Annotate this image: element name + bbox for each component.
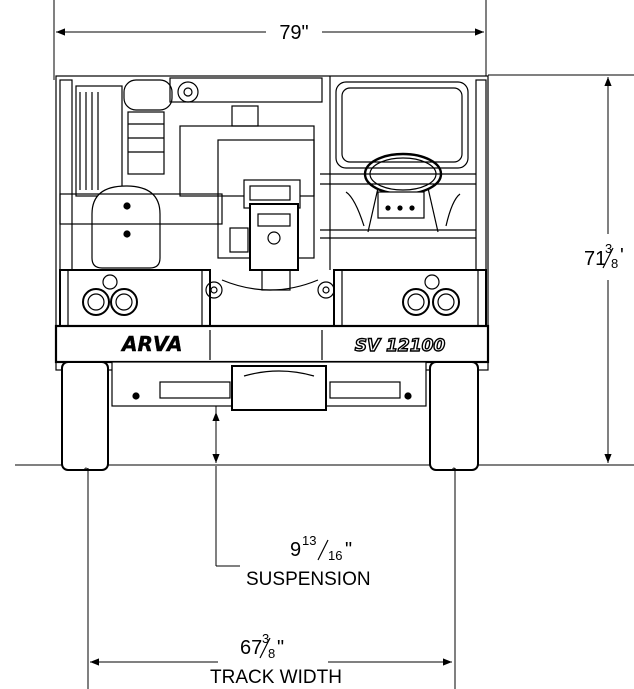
track-width-dimension: * * 67 3 8 " TRACK WIDTH <box>84 466 456 689</box>
front-bumper <box>54 324 490 364</box>
left-axle-block <box>159 381 231 399</box>
right-axle-block <box>329 381 401 399</box>
track-width-fraction-bar <box>259 637 271 659</box>
center-axle-housing <box>231 365 327 411</box>
hub-bolt-3 <box>409 205 415 211</box>
overall-height-dimension: 71 3 8 ' <box>488 74 634 463</box>
overall-width-dimension: 79" <box>53 0 487 80</box>
axle-arch <box>243 370 315 377</box>
track-center-mark-right: * <box>452 466 456 477</box>
right-window-frame <box>335 81 469 169</box>
left-top-motor <box>123 79 173 111</box>
upper-pulley-left <box>177 81 199 103</box>
steering-column-supports <box>367 187 439 233</box>
steering-wheel-inner <box>369 157 437 191</box>
left-motor-body <box>127 111 165 175</box>
left-tank <box>91 185 161 269</box>
overall-height-unit: ' <box>620 245 624 267</box>
suspension-denominator: 16 <box>328 548 342 563</box>
overall-height-fraction-bar <box>602 247 614 269</box>
overall-height-numerator: 3 <box>605 241 612 256</box>
upper-mechanism-rail <box>169 77 323 103</box>
track-width-numerator: 3 <box>262 631 269 646</box>
machine-body <box>54 75 490 471</box>
left-light-inner-1 <box>87 293 105 311</box>
model-label: SV 12100 <box>355 336 446 356</box>
hub-bolt-1 <box>385 205 391 211</box>
left-tank-plug <box>123 230 131 238</box>
bumper-branding: ARVA SV 12100 <box>120 332 446 357</box>
control-knob <box>267 231 281 245</box>
center-arch <box>221 279 319 291</box>
overall-height-denominator: 8 <box>611 256 618 271</box>
suspension-unit: " <box>345 539 352 561</box>
steering-arms <box>345 191 461 227</box>
track-center-mark-left: * <box>84 466 88 477</box>
left-light-outer-1 <box>82 288 110 316</box>
steering-hub-block <box>377 191 425 219</box>
track-width-denominator: 8 <box>268 646 275 661</box>
right-track <box>429 361 479 471</box>
right-window-inner <box>341 87 463 163</box>
suspension-fraction-bar <box>317 539 329 561</box>
suspension-whole: 9 <box>290 539 301 561</box>
left-crossbeam <box>59 193 223 225</box>
track-width-whole: 67 <box>240 637 262 659</box>
hub-bolt-2 <box>397 205 403 211</box>
center-bolt-left <box>205 281 223 299</box>
left-tank-cap <box>123 202 131 210</box>
left-light-outer-2 <box>110 288 138 316</box>
suspension-numerator: 13 <box>302 533 316 548</box>
overall-width-label: 79" <box>279 22 308 44</box>
suspension-dimension: 9 13 16 " SUSPENSION <box>212 406 371 590</box>
track-width-caption: TRACK WIDTH <box>210 667 342 688</box>
left-light-small <box>102 274 118 290</box>
overall-height-whole: 71 <box>584 248 606 270</box>
control-bracket-left <box>229 227 249 253</box>
track-width-unit: " <box>277 637 284 659</box>
center-bolt-right <box>317 281 335 299</box>
right-light-small <box>424 274 440 290</box>
suspension-caption: SUSPENSION <box>246 569 371 590</box>
right-light-outer-2 <box>432 288 460 316</box>
left-track <box>61 361 109 471</box>
right-light-outer-1 <box>402 288 430 316</box>
brand-logo: ARVA <box>120 332 182 356</box>
right-light-inner-1 <box>407 293 425 311</box>
